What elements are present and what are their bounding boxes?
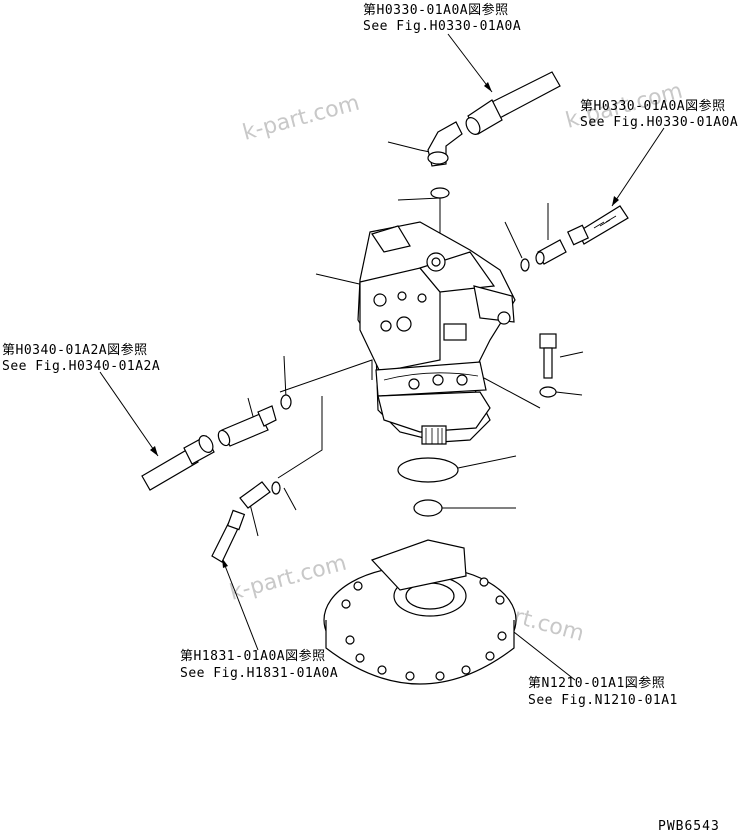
reference-jp: 第H0330-01A0A図参照 [580, 98, 726, 114]
o-ring [520, 258, 530, 272]
small-o-ring [413, 499, 443, 517]
watermark: k-part.com [227, 551, 349, 606]
elbow-fitting [427, 121, 463, 167]
small-fitting-left [239, 481, 281, 509]
reference-en: See Fig.H0340-01A2A [2, 359, 160, 374]
reference-en: See Fig.N1210-01A1 [528, 693, 678, 708]
reference-bottom-right: 第N1210-01A1図参照 See Fig.N1210-01A1 [528, 675, 678, 708]
hose-bottom-left [211, 509, 246, 563]
reference-left: 第H0340-01A2A図参照 See Fig.H0340-01A2A [2, 342, 160, 374]
large-o-ring [397, 457, 459, 483]
reference-bottom-left: 第H1831-01A0A図参照 See Fig.H1831-01A0A [180, 648, 338, 681]
swing-motor [357, 221, 516, 445]
gear-housing [323, 539, 517, 685]
washer [539, 386, 557, 398]
reference-arrows [99, 33, 665, 681]
drawing-code: PWB6543 [658, 819, 720, 834]
straight-fitting [535, 239, 567, 265]
reference-jp: 第H1831-01A0A図参照 [180, 648, 326, 664]
reference-jp: 第H0330-01A0A図参照 [363, 2, 509, 18]
pipe-top [465, 71, 561, 135]
reference-en: See Fig.H1831-01A0A [180, 666, 338, 681]
straight-fitting-left [217, 405, 277, 447]
pipe-left [141, 435, 215, 491]
pipe-right [566, 205, 629, 246]
reference-top: 第H0330-01A0A図参照 See Fig.H0330-01A0A [363, 2, 521, 34]
reference-jp: 第N1210-01A1図参照 [528, 675, 665, 691]
o-ring [280, 394, 292, 410]
bolt [539, 333, 557, 379]
reference-en: See Fig.H0330-01A0A [363, 19, 521, 34]
reference-jp: 第H0340-01A2A図参照 [2, 342, 148, 358]
o-ring [430, 187, 450, 199]
watermark: k-part.com [240, 91, 362, 146]
reference-en: See Fig.H0330-01A0A [580, 115, 738, 130]
reference-right: 第H0330-01A0A図参照 See Fig.H0330-01A0A [580, 98, 738, 130]
